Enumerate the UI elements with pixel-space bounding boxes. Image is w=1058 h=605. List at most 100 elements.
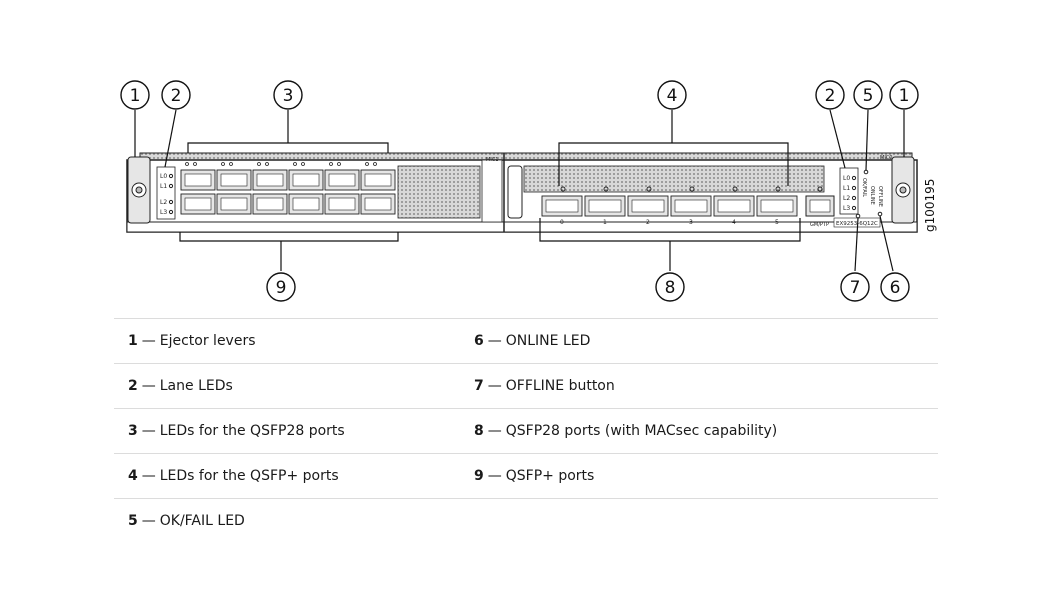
port-number: 3: [689, 219, 693, 226]
port-led: [185, 162, 189, 166]
port-led: [337, 162, 341, 166]
online-label: ONLINE: [869, 186, 875, 205]
ejector-lever-right[interactable]: [891, 156, 915, 224]
qsfp28-port[interactable]: [670, 195, 712, 217]
callout-marker: 5: [853, 80, 883, 110]
mic0-label: MIC0: [880, 155, 892, 161]
qsfp-plus-port[interactable]: [360, 193, 396, 215]
svg-text:5: 5: [863, 86, 874, 106]
svg-text:9: 9: [276, 278, 287, 298]
legend-separator: —: [487, 333, 502, 349]
port-number: 1: [603, 219, 607, 226]
legend-separator: —: [141, 378, 156, 394]
figure-id: g100195: [923, 179, 937, 232]
bottom-rail: [126, 221, 918, 233]
qsfp28-port[interactable]: [584, 195, 626, 217]
callout-marker: 2: [161, 80, 191, 110]
legend-item: 5—OK/FAIL LED: [128, 499, 245, 543]
legend-item: 4—LEDs for the QSFP+ ports: [128, 454, 339, 498]
port-led: [221, 162, 225, 166]
port-number: 0: [560, 219, 564, 226]
port-led: [646, 186, 652, 192]
legend-item-text: OFFLINE button: [505, 378, 615, 394]
qsfp-plus-led-row: [560, 186, 781, 192]
qsfp28-port[interactable]: [541, 195, 583, 217]
legend-item-number: 5: [128, 513, 138, 529]
port-led: [193, 162, 197, 166]
ejector-lever-left[interactable]: [127, 156, 151, 224]
svg-text:L2: L2: [160, 199, 167, 206]
legend-item-text: LEDs for the QSFP28 ports: [159, 423, 345, 439]
svg-text:L1: L1: [843, 185, 850, 192]
port-led: [329, 162, 333, 166]
qsfp-plus-port[interactable]: [252, 169, 288, 191]
svg-text:4: 4: [667, 86, 678, 106]
port-number: 4: [732, 219, 736, 226]
port-led: [603, 186, 609, 192]
qsfp-plus-port[interactable]: [180, 193, 216, 215]
port-led: [229, 162, 233, 166]
mic1-block: [481, 159, 503, 223]
port-led: [365, 162, 369, 166]
qsfp-plus-port[interactable]: [288, 169, 324, 191]
legend-item-number: 7: [474, 378, 484, 394]
left-vent-area: [397, 165, 481, 219]
qsfp-plus-port[interactable]: [324, 169, 360, 191]
callout-marker: 7: [840, 272, 870, 302]
qsfp-plus-port[interactable]: [360, 169, 396, 191]
qsfp28-port[interactable]: [627, 195, 669, 217]
gm-ptp-port[interactable]: [805, 186, 835, 217]
legend-row: 5—OK/FAIL LED: [114, 498, 938, 543]
qsfp-plus-port[interactable]: [324, 193, 360, 215]
svg-text:3: 3: [283, 86, 294, 106]
callout-marker: 6: [880, 272, 910, 302]
callout-marker: 2: [815, 80, 845, 110]
svg-text:L0: L0: [160, 173, 167, 180]
port-number: 5: [775, 219, 779, 226]
qsfp-plus-port[interactable]: [252, 193, 288, 215]
legend-item-number: 4: [128, 468, 138, 484]
legend-item-text: ONLINE LED: [505, 333, 591, 349]
svg-text:L3: L3: [160, 209, 167, 216]
legend-separator: —: [141, 423, 156, 439]
qsfp-plus-port[interactable]: [180, 169, 216, 191]
qsfp28-led-row: [185, 162, 377, 166]
callout-marker: 1: [120, 80, 150, 110]
legend-item-text: Lane LEDs: [159, 378, 233, 394]
qsfp28-port[interactable]: [713, 195, 755, 217]
callout-marker: 3: [273, 80, 303, 110]
right-vent-area: [523, 165, 825, 193]
svg-text:L0: L0: [843, 175, 850, 182]
qsfp28-port[interactable]: [756, 195, 798, 217]
callout-marker: 8: [655, 272, 685, 302]
legend-item-number: 3: [128, 423, 138, 439]
offline-label: OFFLINE: [877, 186, 883, 207]
port-led: [257, 162, 261, 166]
offline-button[interactable]: [855, 213, 861, 219]
model-label: EX9253-6Q12C: [836, 221, 878, 227]
okfail-led: [863, 169, 869, 175]
qsfp-plus-ports[interactable]: [180, 169, 396, 215]
svg-text:L2: L2: [843, 195, 850, 202]
svg-text:1: 1: [899, 86, 910, 106]
legend-item-text: OK/FAIL LED: [159, 513, 245, 529]
legend-item-text: LEDs for the QSFP+ ports: [159, 468, 339, 484]
qsfp28-ports[interactable]: [541, 195, 798, 217]
legend-item: 6—ONLINE LED: [474, 319, 590, 363]
callout-lines: [134, 109, 905, 272]
qsfp-plus-port[interactable]: [288, 193, 324, 215]
qsfp-plus-port[interactable]: [216, 193, 252, 215]
legend-item: 7—OFFLINE button: [474, 364, 615, 408]
right-handle-slot: [507, 165, 523, 219]
legend-item: 1—Ejector levers: [128, 319, 256, 363]
port-led: [293, 162, 297, 166]
svg-text:6: 6: [890, 278, 901, 298]
port-led: [775, 186, 781, 192]
legend-separator: —: [487, 468, 502, 484]
port-led: [560, 186, 566, 192]
qsfp-plus-port[interactable]: [216, 169, 252, 191]
